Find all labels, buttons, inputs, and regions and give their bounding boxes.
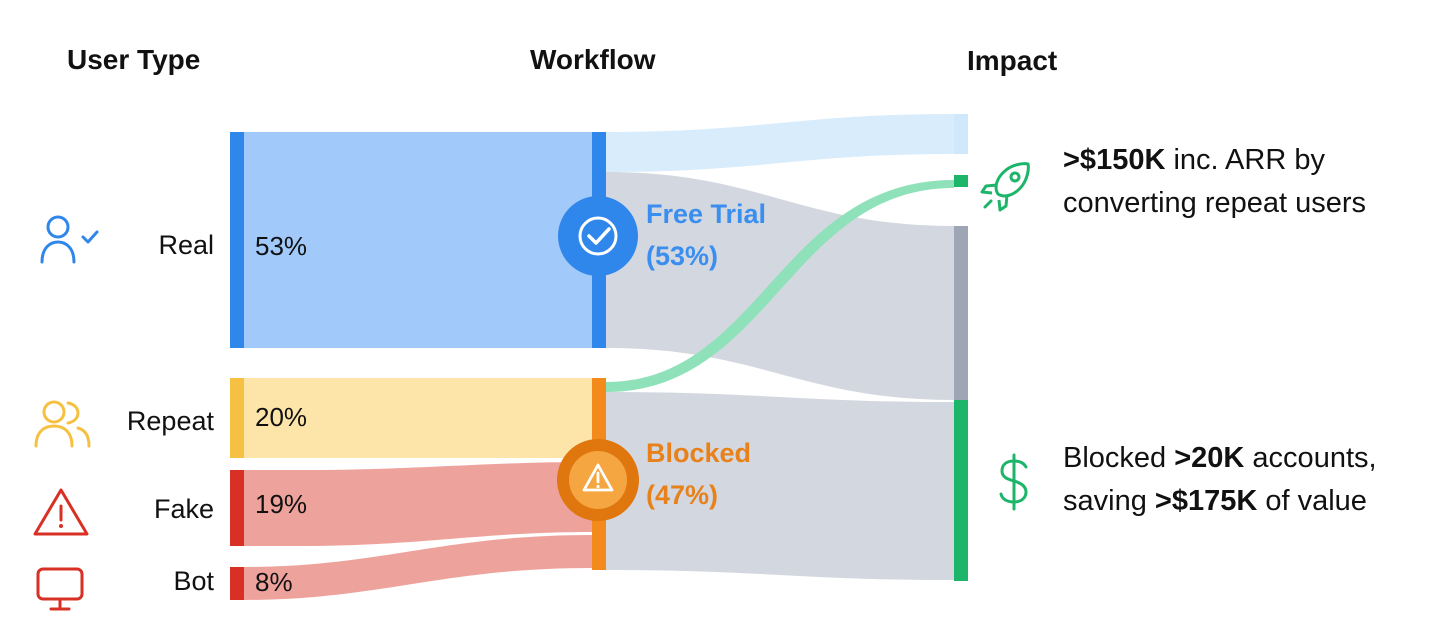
bar-impact-free-trial-gray: [954, 226, 968, 400]
impact-arr-value: >$150K: [1063, 144, 1166, 176]
impact-saving-post: of value: [1257, 485, 1367, 517]
workflow-blocked: Blocked (47%): [646, 432, 751, 516]
pct-fake: 19%: [255, 489, 308, 519]
workflow-free-trial-pct: (53%): [646, 241, 719, 271]
workflow-blocked-pct: (47%): [646, 480, 719, 510]
users-icon: [34, 400, 91, 448]
impact-blocked-text: Blocked >20K accounts, saving >$175K of …: [1063, 437, 1377, 523]
impact-arr-label: inc. ARR by: [1165, 144, 1325, 176]
pct-repeat: 20%: [255, 402, 308, 432]
workflow-blocked-name: Blocked: [646, 438, 752, 468]
impact-blocked-post: accounts,: [1244, 442, 1377, 474]
impact-blocked-line1: Blocked >20K accounts,: [1063, 437, 1377, 480]
monitor-icon: [36, 567, 84, 611]
impact-converted-line2: converting repeat users: [1063, 187, 1367, 219]
bar-impact-unconverted: [954, 114, 968, 154]
impact-blocked-accounts: >20K: [1174, 442, 1245, 474]
label-repeat: Repeat: [126, 406, 214, 436]
dollar-icon: [999, 453, 1028, 511]
bar-fake: [230, 470, 244, 546]
label-fake: Fake: [153, 494, 214, 524]
workflow-free-trial: Free Trial (53%): [646, 193, 766, 277]
flow-free-trial-to-unconverted: [606, 114, 954, 172]
impact-blocked-line2: saving >$175K of value: [1063, 480, 1377, 523]
bar-real: [230, 132, 244, 348]
check-circle-icon: [558, 196, 638, 276]
alert-triangle-icon: [557, 439, 639, 521]
impact-saving-value: >$175K: [1154, 485, 1258, 517]
bar-repeat: [230, 378, 244, 458]
flow-repeat-to-converted: [606, 180, 954, 392]
impact-converted-text: >$150K inc. ARR by converting repeat use…: [1063, 139, 1366, 225]
label-real: Real: [158, 230, 214, 260]
flow-repeat-to-blocked: [244, 378, 592, 458]
header-workflow: Workflow: [530, 44, 656, 75]
header-impact: Impact: [967, 45, 1058, 76]
flow-real-to-free-trial: [244, 132, 592, 348]
impact-converted-line1: >$150K inc. ARR by: [1063, 139, 1366, 182]
impact-blocked-pre: Blocked: [1063, 442, 1175, 474]
bar-bot: [230, 567, 244, 600]
bar-impact-savings: [954, 400, 968, 581]
impact-saving-pre: saving: [1063, 485, 1155, 517]
warning-triangle-icon: [33, 488, 89, 536]
flow-fake-to-blocked: [244, 462, 592, 546]
flow-bot-to-blocked: [244, 535, 592, 600]
label-bot: Bot: [173, 566, 214, 596]
pct-real: 53%: [255, 231, 308, 261]
user-check-icon: [40, 215, 99, 264]
workflow-free-trial-name: Free Trial: [646, 199, 767, 229]
flow-blocked-to-savings: [606, 392, 954, 580]
rocket-icon: [980, 162, 1030, 212]
bar-impact-converted: [954, 175, 968, 187]
header-user-type: User Type: [67, 44, 201, 75]
pct-bot: 8%: [255, 567, 293, 597]
